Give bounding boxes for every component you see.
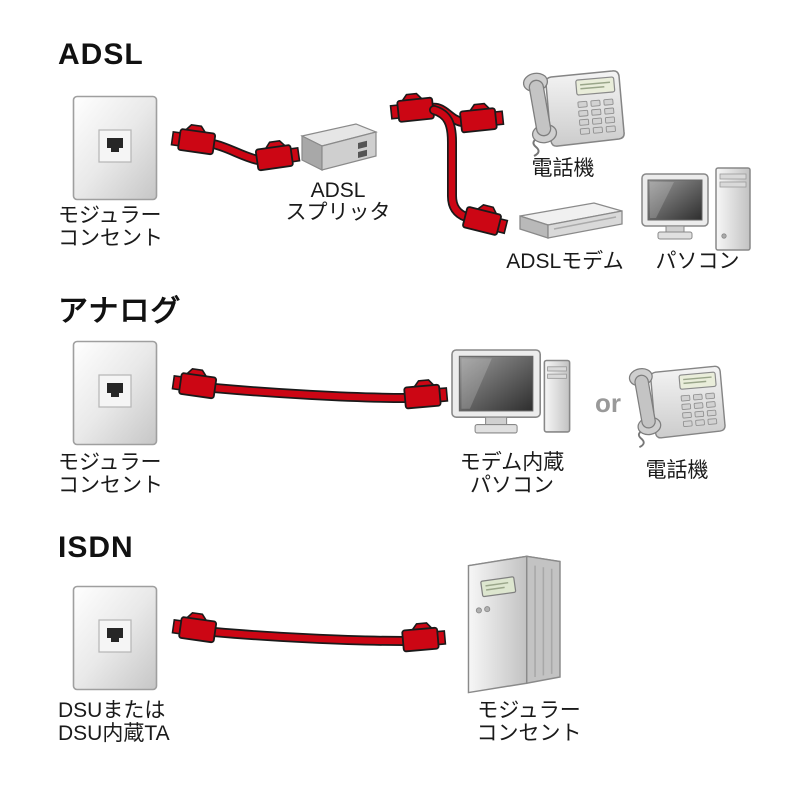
isdn-device-label-line2: コンセント bbox=[476, 722, 582, 745]
rj11-plug-icon bbox=[171, 365, 219, 400]
adsl-outlet-label-line2: コンセント bbox=[58, 227, 163, 250]
rj11-plug-icon bbox=[171, 609, 219, 644]
analog-pc-label-line1: モデム内蔵 bbox=[459, 451, 565, 474]
adsl-modem-icon bbox=[519, 202, 623, 239]
isdn-terminal-tower-icon bbox=[467, 555, 561, 694]
adsl-splitter-label-line1: ADSL bbox=[310, 179, 366, 202]
adsl-modem-label: ADSLモデム bbox=[506, 250, 624, 273]
rj11-plug-icon bbox=[170, 121, 218, 156]
rj11-plug-icon bbox=[400, 620, 447, 653]
analog-wall-outlet-icon bbox=[72, 340, 158, 446]
isdn-cable bbox=[171, 609, 447, 653]
analog-cable bbox=[171, 365, 449, 410]
isdn-section-title: ISDN bbox=[58, 531, 134, 564]
analog-pc-label-line2: パソコン bbox=[470, 474, 554, 497]
adsl-splitter-label-line2: スプリッタ bbox=[285, 201, 391, 224]
adsl-cable-outlet-to-splitter bbox=[170, 121, 301, 172]
analog-outlet-label-line2: コンセント bbox=[58, 474, 163, 497]
rj11-plug-icon bbox=[458, 100, 505, 134]
isdn-outlet-label-line2: DSU内蔵TA bbox=[58, 722, 170, 745]
adsl-phone-icon bbox=[521, 69, 626, 157]
analog-phone-label: 電話機 bbox=[645, 459, 709, 482]
rj11-plug-icon bbox=[253, 137, 301, 172]
or-label: or bbox=[595, 388, 621, 418]
isdn-wall-outlet-icon bbox=[72, 585, 158, 691]
rj11-plug-icon bbox=[461, 200, 511, 239]
analog-pc-icon bbox=[451, 349, 571, 434]
rj11-plug-icon bbox=[388, 91, 435, 124]
adsl-section-title: ADSL bbox=[58, 38, 144, 71]
adsl-splitter-icon bbox=[301, 123, 377, 171]
adsl-pc-label: パソコン bbox=[655, 250, 740, 273]
analog-outlet-label-line1: モジュラー bbox=[58, 451, 162, 474]
rj11-plug-icon bbox=[402, 377, 449, 410]
isdn-outlet-label-line1: DSUまたは bbox=[58, 699, 166, 722]
isdn-device-label-line1: モジュラー bbox=[477, 699, 581, 722]
analog-phone-icon bbox=[627, 365, 726, 449]
adsl-wall-outlet-icon bbox=[72, 95, 158, 201]
adsl-outlet-label-line1: モジュラー bbox=[58, 204, 162, 227]
adsl-phone-label: 電話機 bbox=[531, 157, 595, 180]
adsl-pc-icon bbox=[641, 167, 751, 251]
adsl-cable-splitter-to-modem bbox=[429, 105, 511, 239]
analog-section-title: アナログ bbox=[58, 295, 182, 328]
